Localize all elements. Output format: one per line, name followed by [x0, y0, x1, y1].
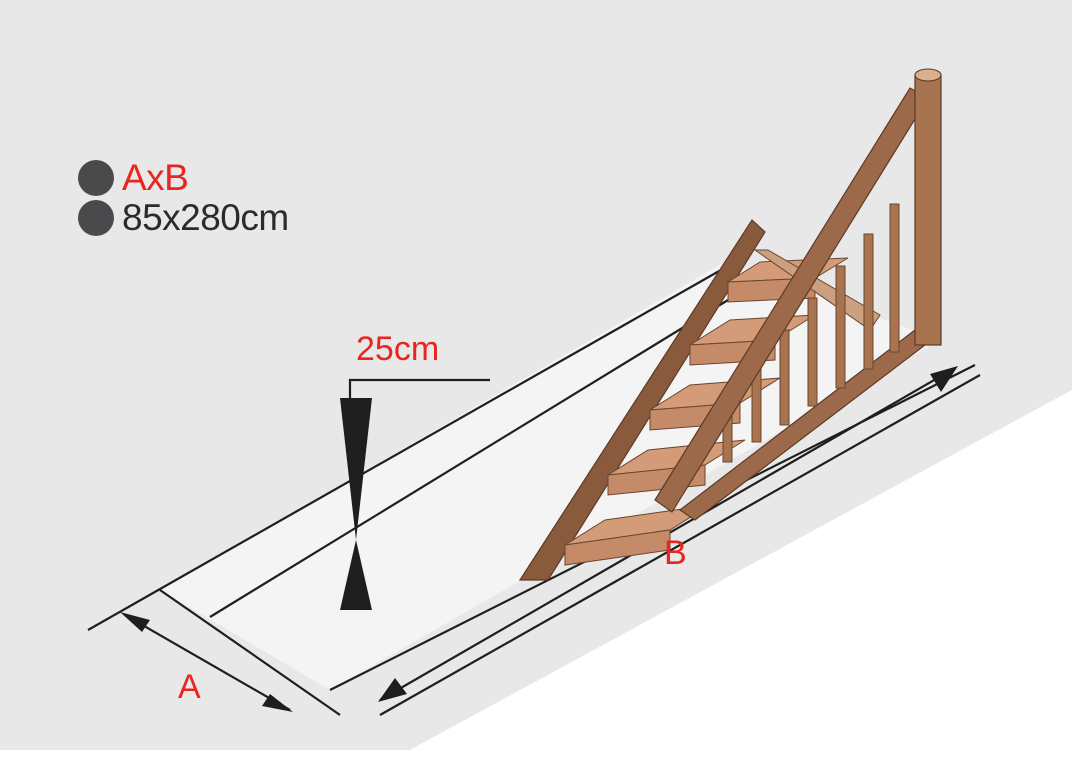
thickness-indicator [340, 378, 490, 610]
left-stringer [518, 219, 766, 581]
balusters [722, 203, 900, 463]
legend-size-value: 85x280cm [122, 197, 289, 238]
staircase [518, 68, 942, 581]
legend-dot-icon [78, 200, 114, 236]
legend: AxB 85x280cm [78, 158, 289, 238]
legend-dot-icon [78, 160, 114, 196]
dimension-a-label: A [178, 668, 201, 706]
legend-row-size: 85x280cm [78, 198, 289, 238]
thickness-label: 25cm [356, 330, 440, 368]
opening-outlines [87, 261, 981, 716]
floor-area [400, 390, 1072, 758]
dimension-a-arrow [120, 612, 293, 712]
legend-dimension-label: AxB [122, 157, 189, 198]
newel-post [914, 68, 942, 346]
dimension-b-label: B [664, 534, 687, 572]
legend-row-dimensions: AxB [78, 158, 289, 198]
